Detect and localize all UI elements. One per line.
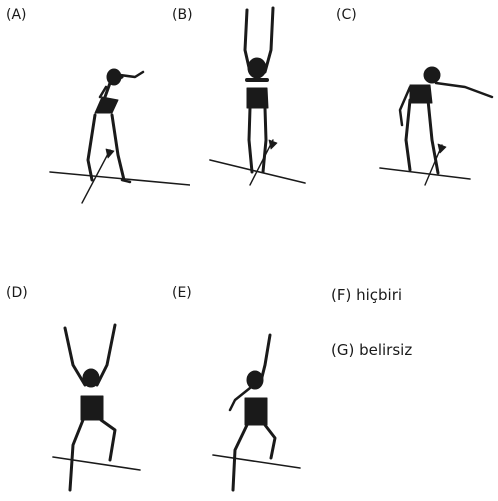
panel-label-c: (C): [336, 7, 357, 23]
option-f[interactable]: (F) hiçbiri: [331, 286, 402, 304]
panel-label-a: (A): [6, 7, 27, 23]
panel-label-d: (D): [6, 285, 28, 301]
woman-lunge-one-arm-raised-icon: [205, 330, 315, 500]
panel-label-b: (B): [172, 7, 193, 23]
panel-label-e: (E): [172, 285, 192, 301]
panel-c[interactable]: [370, 55, 498, 190]
option-g[interactable]: (G) belirsiz: [331, 341, 412, 359]
woman-side-bend-arm-extended-icon: [370, 55, 498, 190]
panel-d[interactable]: [45, 320, 155, 500]
woman-side-bend-left-arm-over-head-icon: [40, 55, 190, 215]
panel-e[interactable]: [205, 330, 315, 500]
panel-a[interactable]: [40, 55, 190, 215]
woman-both-arms-raised-icon: [205, 0, 315, 190]
panel-b[interactable]: [205, 0, 315, 190]
woman-lunge-both-arms-raised-icon: [45, 320, 155, 500]
